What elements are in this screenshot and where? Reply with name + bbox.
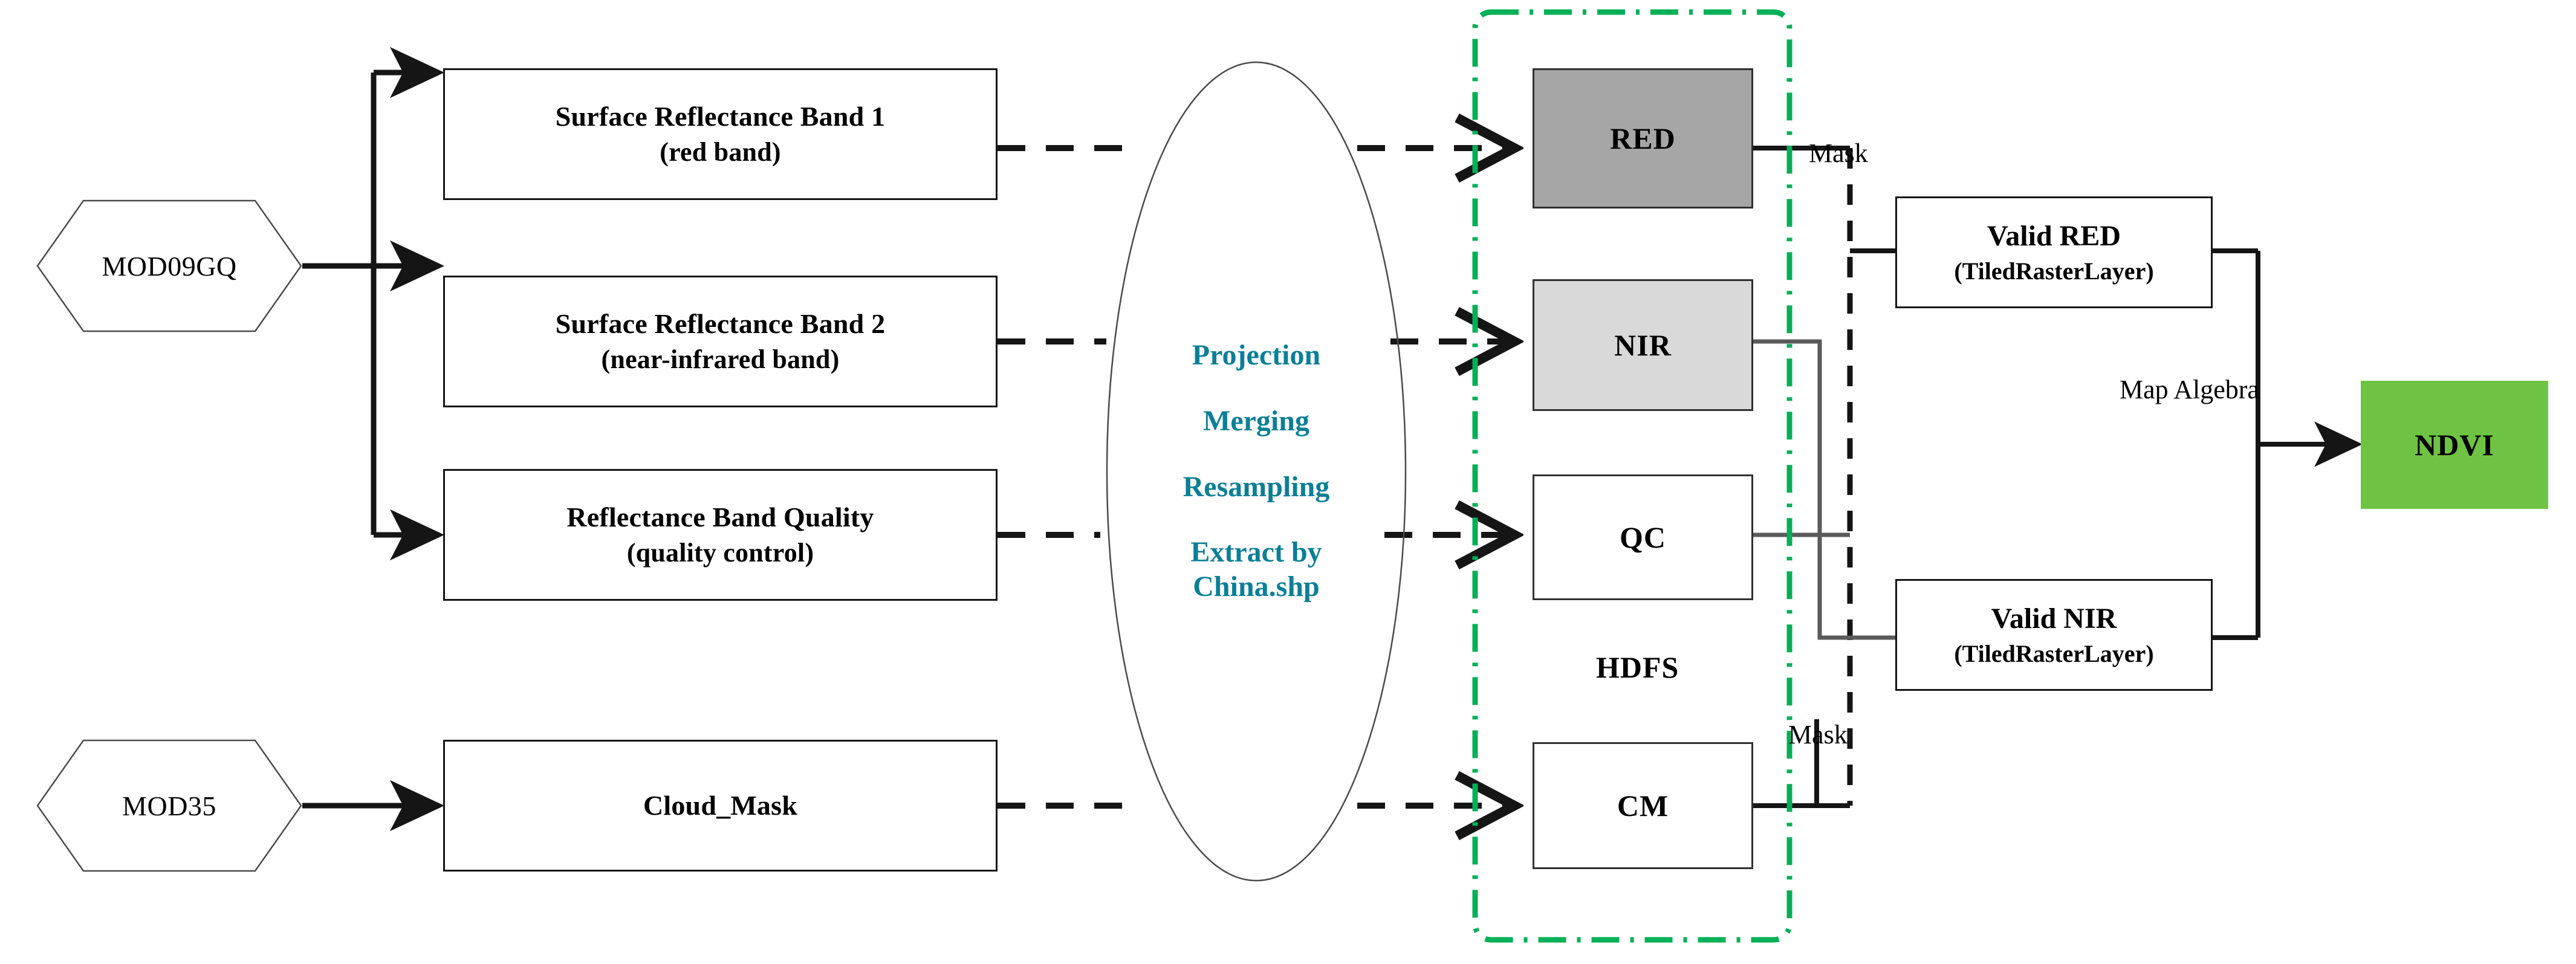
dataset-subtitle: (red band) [660,137,781,167]
operation-extract-by-shapefile: Extract by China.shp [1190,536,1322,603]
source-label-mod09gq: MOD09GQ [102,250,237,282]
dataset-box-sr-band-2[interactable]: Surface Reflectance Band 2 (near-infrare… [443,276,998,407]
edge-label-map-algebra: Map Algebra [2120,375,2259,404]
dataset-title: Surface Reflectance Band 1 [555,100,886,132]
hexagon-shape [36,199,302,332]
hdfs-layer-label: QC [1620,520,1666,554]
source-node-mod09gq[interactable]: MOD09GQ [36,199,302,332]
preprocessing-operations: Projection Merging Resampling Extract by… [1183,338,1330,604]
valid-layer-title: Valid NIR [1991,603,2117,635]
operation-merging: Merging [1203,405,1309,438]
operation-projection: Projection [1192,339,1321,372]
hdfs-layer-label: CM [1617,789,1669,823]
dataset-title: Reflectance Band Quality [566,501,874,532]
dataset-box-sr-band-1[interactable]: Surface Reflectance Band 1 (red band) [443,68,998,200]
hdfs-layer-label: RED [1610,121,1676,155]
edge-label-mask-bottom: Mask [1788,720,1848,749]
dataset-title: Cloud_Mask [643,790,798,821]
hdfs-layer-nir[interactable]: NIR [1533,279,1753,411]
source-node-mod35[interactable]: MOD35 [36,739,302,872]
hdfs-layer-qc[interactable]: QC [1533,474,1753,600]
dash-dot-border [1472,9,1792,943]
output-box-ndvi[interactable]: NDVI [2361,381,2548,509]
dataset-title: Surface Reflectance Band 2 [555,308,886,339]
ellipse-shape [1106,61,1407,882]
hdfs-layer-cm[interactable]: CM [1533,742,1753,869]
valid-layer-subtitle: (TiledRasterLayer) [1954,639,2154,667]
valid-layer-box-red[interactable]: Valid RED (TiledRasterLayer) [1895,196,2213,308]
valid-layer-subtitle: (TiledRasterLayer) [1954,257,2154,285]
dataset-subtitle: (quality control) [626,538,814,568]
preprocessing-ellipse[interactable]: Projection Merging Resampling Extract by… [1105,60,1407,882]
output-label: NDVI [2415,428,2494,462]
hdfs-region-label: HDFS [1596,650,1679,684]
dataset-box-band-quality[interactable]: Reflectance Band Quality (quality contro… [443,469,998,601]
dataset-subtitle: (near-infrared band) [601,345,840,375]
hexagon-shape [36,739,302,872]
hdfs-layer-red[interactable]: RED [1533,68,1753,209]
valid-layer-title: Valid RED [1987,220,2121,253]
hdfs-layer-label: NIR [1614,328,1672,362]
source-label-mod35: MOD35 [122,790,216,821]
edge-label-mask-top: Mask [1809,138,1868,168]
operation-resampling: Resampling [1183,470,1330,503]
valid-layer-box-nir[interactable]: Valid NIR (TiledRasterLayer) [1895,579,2213,691]
hdfs-region-boundary [1472,9,1792,943]
edge-valid-to-mapalgebra [2213,248,2363,640]
edge-mod09gq-bus [302,47,444,561]
dataset-box-cloud-mask[interactable]: Cloud_Mask [443,740,998,872]
